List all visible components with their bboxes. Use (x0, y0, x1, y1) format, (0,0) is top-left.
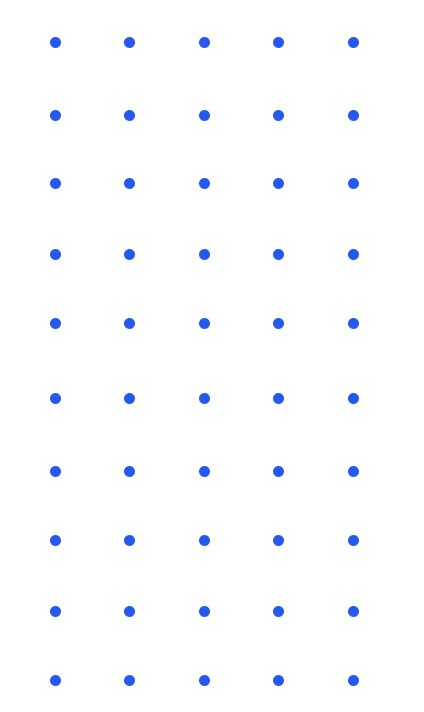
grid-dot (198, 177, 210, 189)
grid-dot (123, 605, 135, 617)
grid-dot (198, 36, 210, 48)
grid-dot (272, 465, 284, 477)
grid-dot (347, 317, 359, 329)
grid-dot (123, 534, 135, 546)
grid-dot (347, 36, 359, 48)
grid-dot (123, 109, 135, 121)
grid-dot (49, 109, 61, 121)
grid-dot (347, 392, 359, 404)
grid-dot (123, 248, 135, 260)
grid-dot (272, 317, 284, 329)
grid-dot (347, 605, 359, 617)
grid-dot (123, 465, 135, 477)
grid-dot (198, 534, 210, 546)
grid-dot (123, 177, 135, 189)
grid-dot (49, 392, 61, 404)
grid-dot (49, 248, 61, 260)
grid-dot (123, 317, 135, 329)
grid-dot (198, 605, 210, 617)
grid-dot (123, 392, 135, 404)
grid-dot (198, 465, 210, 477)
grid-dot (272, 534, 284, 546)
grid-dot (198, 392, 210, 404)
grid-dot (272, 392, 284, 404)
grid-dot (123, 36, 135, 48)
grid-dot (272, 605, 284, 617)
grid-dot (347, 674, 359, 686)
grid-dot (198, 674, 210, 686)
grid-dot (49, 534, 61, 546)
grid-dot (198, 248, 210, 260)
grid-dot (272, 674, 284, 686)
grid-dot (49, 36, 61, 48)
grid-dot (272, 248, 284, 260)
grid-dot (347, 534, 359, 546)
grid-dot (198, 109, 210, 121)
grid-dot (347, 465, 359, 477)
grid-dot (347, 177, 359, 189)
grid-dot (49, 605, 61, 617)
grid-dot (49, 465, 61, 477)
grid-dot (123, 674, 135, 686)
grid-dot (347, 109, 359, 121)
grid-dot (272, 36, 284, 48)
grid-dot (272, 177, 284, 189)
grid-dot (347, 248, 359, 260)
grid-dot (49, 177, 61, 189)
grid-dot (49, 674, 61, 686)
grid-dot (272, 109, 284, 121)
grid-dot (198, 317, 210, 329)
grid-dot (49, 317, 61, 329)
